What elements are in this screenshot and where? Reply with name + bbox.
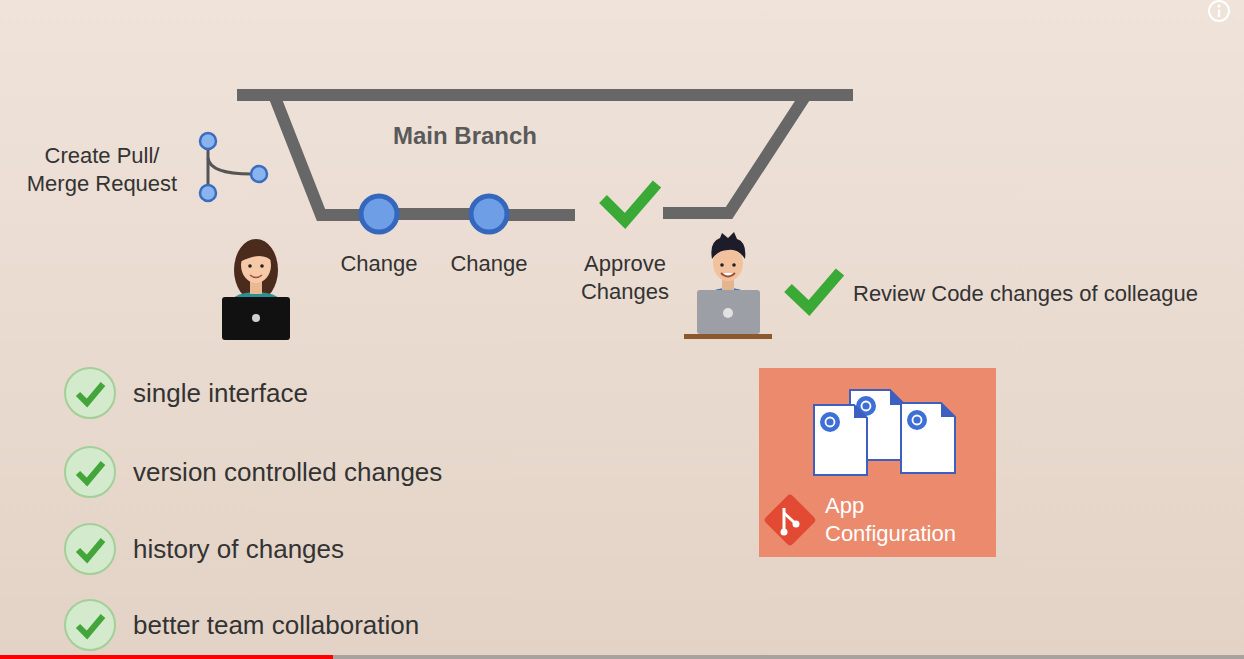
info-icon xyxy=(1209,1,1229,21)
developer-woman xyxy=(222,239,290,340)
benefit-item: version controlled changes xyxy=(133,457,442,487)
action-label: Create Pull/ Merge Request xyxy=(17,142,187,198)
git-logo xyxy=(763,493,817,547)
approve-check xyxy=(603,184,657,221)
panel-label: App Configuration xyxy=(825,492,990,548)
review-label: Review Code changes of colleague xyxy=(853,280,1198,308)
config-panel: App Configuration xyxy=(759,368,996,557)
benefit-item: history of changes xyxy=(133,534,344,564)
commit-label: Change xyxy=(324,250,434,278)
commit-svg xyxy=(324,192,434,236)
k8s-file xyxy=(814,405,867,475)
pull-request-icon xyxy=(200,133,267,201)
feature-branch-line xyxy=(506,209,575,221)
branch-lines xyxy=(237,95,853,215)
commit-svg xyxy=(434,192,544,236)
action-label: Approve Changes xyxy=(565,250,685,306)
commit-circle xyxy=(361,196,397,232)
benefit-item: better team collaboration xyxy=(133,610,419,640)
feature-branch-line xyxy=(274,95,362,215)
merge-line xyxy=(663,95,806,213)
branch-connector xyxy=(397,208,471,220)
branch-name: Main Branch xyxy=(380,121,550,151)
benefit-item: single interface xyxy=(133,378,308,408)
commit-node: Change xyxy=(324,192,434,278)
progress-track xyxy=(0,655,1244,659)
developer-man xyxy=(684,232,772,339)
commit-node: Change xyxy=(434,192,544,278)
review-check xyxy=(788,272,840,308)
k8s-file xyxy=(901,403,955,473)
commit-label: Change xyxy=(434,250,544,278)
main-branch-line xyxy=(237,89,853,101)
benefit-checks xyxy=(65,368,115,650)
progress-bar xyxy=(0,655,333,659)
commit-circle xyxy=(471,196,507,232)
